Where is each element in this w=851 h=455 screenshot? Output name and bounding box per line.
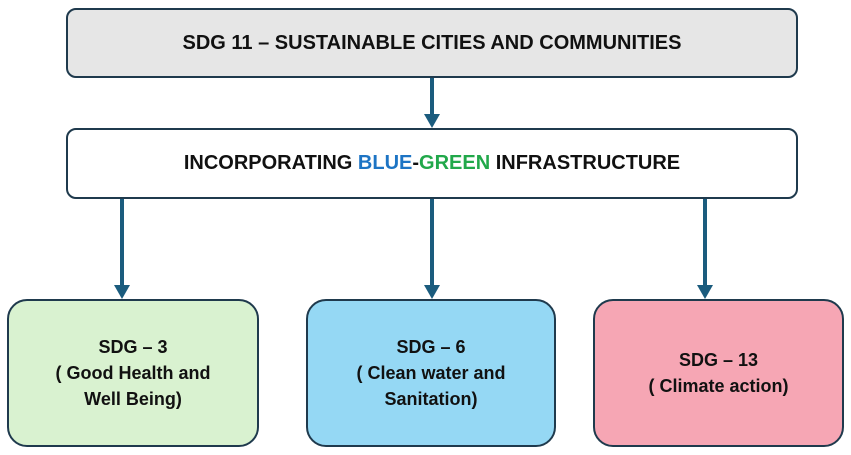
green-word: GREEN xyxy=(419,152,491,174)
infrastructure-prefix: INCORPORATING xyxy=(183,152,358,174)
sdg13-number: SDG – 13 xyxy=(678,350,759,370)
sdg13-description-line1: ( Climate action) xyxy=(648,376,789,396)
arrowhead-middle-to-sdg13 xyxy=(697,285,713,299)
sdg6-description-line2: Sanitation) xyxy=(384,389,478,409)
sdg13-box: SDG – 13 ( Climate action) xyxy=(593,299,844,447)
sdg6-box: SDG – 6 ( Clean water and Sanitation) xyxy=(306,299,556,447)
infrastructure-suffix: INFRASTRUCTURE xyxy=(490,152,681,174)
sdg6-description-line1: ( Clean water and xyxy=(356,363,506,383)
dash-separator: - xyxy=(412,152,420,174)
blue-green-infrastructure-box: INCORPORATING BLUE-GREEN INFRASTRUCTURE xyxy=(66,128,798,199)
sdg11-title-box: SDG 11 – SUSTAINABLE CITIES AND COMMUNIT… xyxy=(66,8,798,78)
sdg6-number: SDG – 6 xyxy=(396,337,466,357)
sdg11-title: SDG 11 – SUSTAINABLE CITIES AND COMMUNIT… xyxy=(182,31,682,54)
sdg3-description-line1: ( Good Health and xyxy=(55,363,211,383)
sdg3-number: SDG – 3 xyxy=(98,337,168,357)
arrowhead-middle-to-sdg3 xyxy=(114,285,130,299)
infrastructure-label: INCORPORATING BLUE-GREEN INFRASTRUCTURE xyxy=(184,152,680,175)
arrowhead-top-to-middle xyxy=(424,114,440,128)
arrowhead-middle-to-sdg6 xyxy=(424,285,440,299)
sdg3-description-line2: Well Being) xyxy=(84,389,182,409)
blue-word: BLUE xyxy=(357,152,413,174)
sdg3-box: SDG – 3 ( Good Health and Well Being) xyxy=(7,299,259,447)
